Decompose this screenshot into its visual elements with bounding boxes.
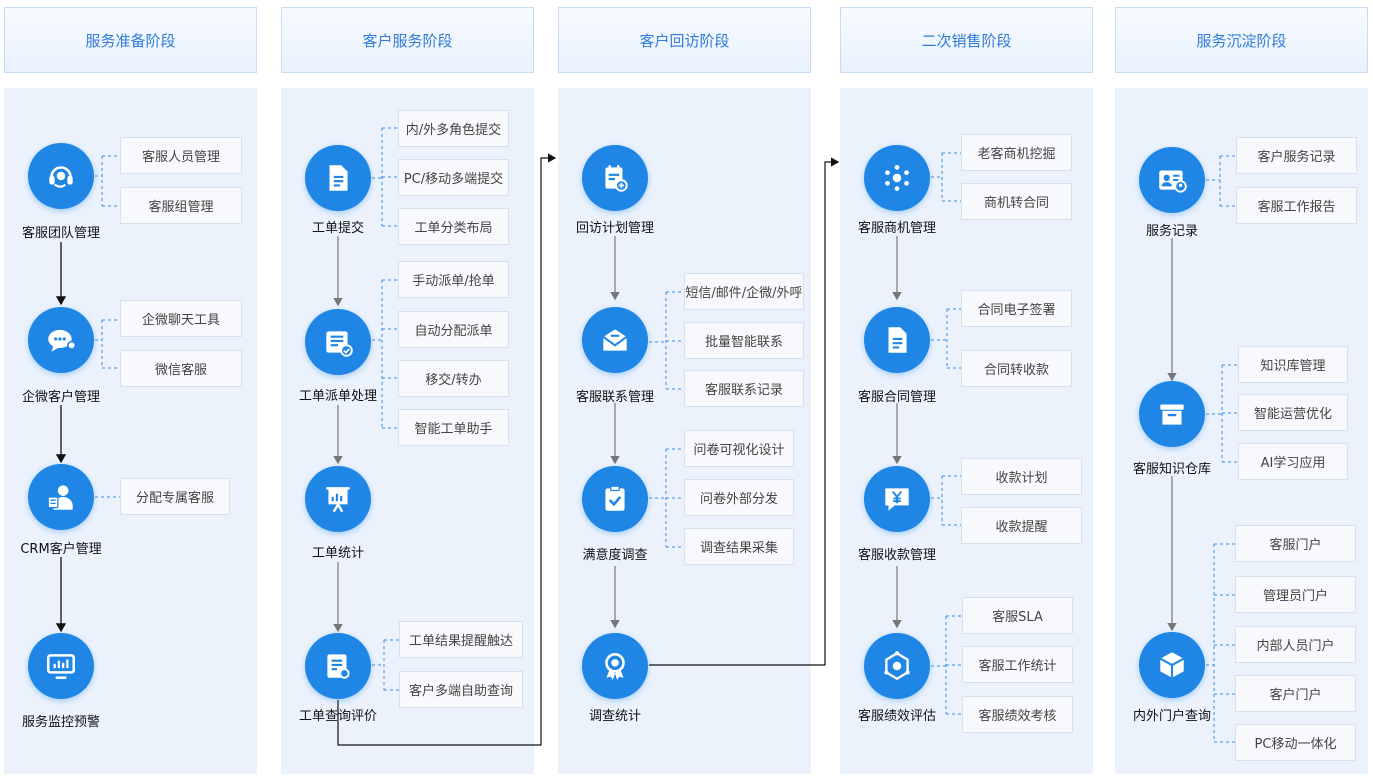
stage-header-3: 客户回访阶段 xyxy=(558,7,811,73)
item-multi-role-submit[interactable]: 内/外多角色提交 xyxy=(398,110,509,147)
node-label-payment: 客服收款管理 xyxy=(857,548,937,563)
user-card-icon[interactable] xyxy=(28,464,94,530)
node-label-wecom: 企微客户管理 xyxy=(21,390,101,405)
node-label-portal: 内外门户查询 xyxy=(1132,709,1212,724)
item-self-query[interactable]: 客户多端自助查询 xyxy=(399,671,523,708)
item-work-report[interactable]: 客服工作报告 xyxy=(1236,187,1357,224)
clipboard-check-icon[interactable] xyxy=(582,466,648,532)
item-internal-portal[interactable]: 内部人员门户 xyxy=(1235,626,1356,663)
item-pc-mobile[interactable]: PC移动一体化 xyxy=(1235,724,1356,761)
item-survey-distribute[interactable]: 问卷外部分发 xyxy=(684,479,794,516)
id-card-icon[interactable] xyxy=(1139,147,1205,213)
stage-header-2: 客户服务阶段 xyxy=(281,7,534,73)
item-smart-ops[interactable]: 智能运营优化 xyxy=(1238,394,1348,431)
stage-header-5: 服务沉淀阶段 xyxy=(1115,7,1368,73)
network-icon[interactable] xyxy=(864,145,930,211)
item-staff-mgmt[interactable]: 客服人员管理 xyxy=(120,137,242,174)
award-icon[interactable] xyxy=(582,633,648,699)
hexagon-icon[interactable] xyxy=(864,633,930,699)
node-label-stats: 工单统计 xyxy=(311,546,365,561)
node-label-opportunity: 客服商机管理 xyxy=(857,221,937,236)
item-multi-device-submit[interactable]: PC/移动多端提交 xyxy=(398,159,509,196)
item-contract-to-payment[interactable]: 合同转收款 xyxy=(961,350,1072,387)
item-transfer[interactable]: 移交/转办 xyxy=(398,360,509,397)
item-category-layout[interactable]: 工单分类布局 xyxy=(398,208,509,245)
stage-header-4: 二次销售阶段 xyxy=(840,7,1093,73)
item-customer-portal[interactable]: 客户门户 xyxy=(1235,675,1356,712)
node-label-crm: CRM客户管理 xyxy=(20,542,102,557)
item-auto-dispatch[interactable]: 自动分配派单 xyxy=(398,311,509,348)
item-smart-assistant[interactable]: 智能工单助手 xyxy=(398,409,509,446)
node-label-survey-stats: 调查统计 xyxy=(588,709,642,724)
node-label-revisit-plan: 回访计划管理 xyxy=(575,221,655,236)
headset-icon[interactable] xyxy=(28,143,94,209)
node-label-monitor: 服务监控预警 xyxy=(21,715,101,730)
node-label-contract: 客服合同管理 xyxy=(857,390,937,405)
node-label-performance: 客服绩效评估 xyxy=(857,709,937,724)
item-sla[interactable]: 客服SLA xyxy=(962,597,1073,634)
item-mine-opportunity[interactable]: 老客商机挖掘 xyxy=(961,134,1072,171)
envelope-icon[interactable] xyxy=(582,307,648,373)
node-label-satisfaction: 满意度调查 xyxy=(582,548,648,563)
item-kb-mgmt[interactable]: 知识库管理 xyxy=(1238,346,1348,383)
item-wechat-service[interactable]: 微信客服 xyxy=(120,350,242,387)
dispatch-icon[interactable] xyxy=(305,309,371,375)
document-icon[interactable] xyxy=(305,145,371,211)
item-ai-learning[interactable]: AI学习应用 xyxy=(1238,443,1348,480)
item-batch-contact[interactable]: 批量智能联系 xyxy=(684,322,804,359)
report-search-icon[interactable] xyxy=(305,633,371,699)
node-label-query: 工单查询评价 xyxy=(298,709,378,724)
item-survey-design[interactable]: 问卷可视化设计 xyxy=(684,430,794,467)
node-label-contact: 客服联系管理 xyxy=(575,390,655,405)
item-service-portal[interactable]: 客服门户 xyxy=(1235,525,1356,562)
monitor-icon[interactable] xyxy=(28,633,94,699)
item-payment-reminder[interactable]: 收款提醒 xyxy=(961,507,1082,544)
item-contact-record[interactable]: 客服联系记录 xyxy=(684,370,804,407)
item-e-sign[interactable]: 合同电子签署 xyxy=(961,290,1072,327)
item-perf-review[interactable]: 客服绩效考核 xyxy=(962,696,1073,733)
item-opportunity-to-contract[interactable]: 商机转合同 xyxy=(961,183,1072,220)
node-label-team: 客服团队管理 xyxy=(21,226,101,241)
archive-box-icon[interactable] xyxy=(1139,381,1205,447)
cube-icon[interactable] xyxy=(1139,632,1205,698)
item-survey-collect[interactable]: 调查结果采集 xyxy=(684,528,794,565)
item-assign-agent[interactable]: 分配专属客服 xyxy=(120,478,230,515)
item-work-stats[interactable]: 客服工作统计 xyxy=(962,646,1073,683)
item-admin-portal[interactable]: 管理员门户 xyxy=(1235,576,1356,613)
item-group-mgmt[interactable]: 客服组管理 xyxy=(120,187,242,224)
stage-header-1: 服务准备阶段 xyxy=(4,7,257,73)
calendar-plan-icon[interactable] xyxy=(582,145,648,211)
payment-icon[interactable] xyxy=(864,466,930,532)
item-wecom-chat[interactable]: 企微聊天工具 xyxy=(120,300,242,337)
contract-icon[interactable] xyxy=(864,307,930,373)
item-result-reminder[interactable]: 工单结果提醒触达 xyxy=(399,621,523,658)
node-label-dispatch: 工单派单处理 xyxy=(298,389,378,404)
item-customer-record[interactable]: 客户服务记录 xyxy=(1236,137,1357,174)
node-label-service-record: 服务记录 xyxy=(1145,224,1199,239)
chat-icon[interactable] xyxy=(28,307,94,373)
item-sms-email[interactable]: 短信/邮件/企微/外呼 xyxy=(684,273,804,310)
node-label-submit: 工单提交 xyxy=(311,221,365,236)
presentation-chart-icon[interactable] xyxy=(305,466,371,532)
item-manual-dispatch[interactable]: 手动派单/抢单 xyxy=(398,261,509,298)
item-payment-plan[interactable]: 收款计划 xyxy=(961,458,1082,495)
node-label-knowledge: 客服知识仓库 xyxy=(1132,462,1212,477)
